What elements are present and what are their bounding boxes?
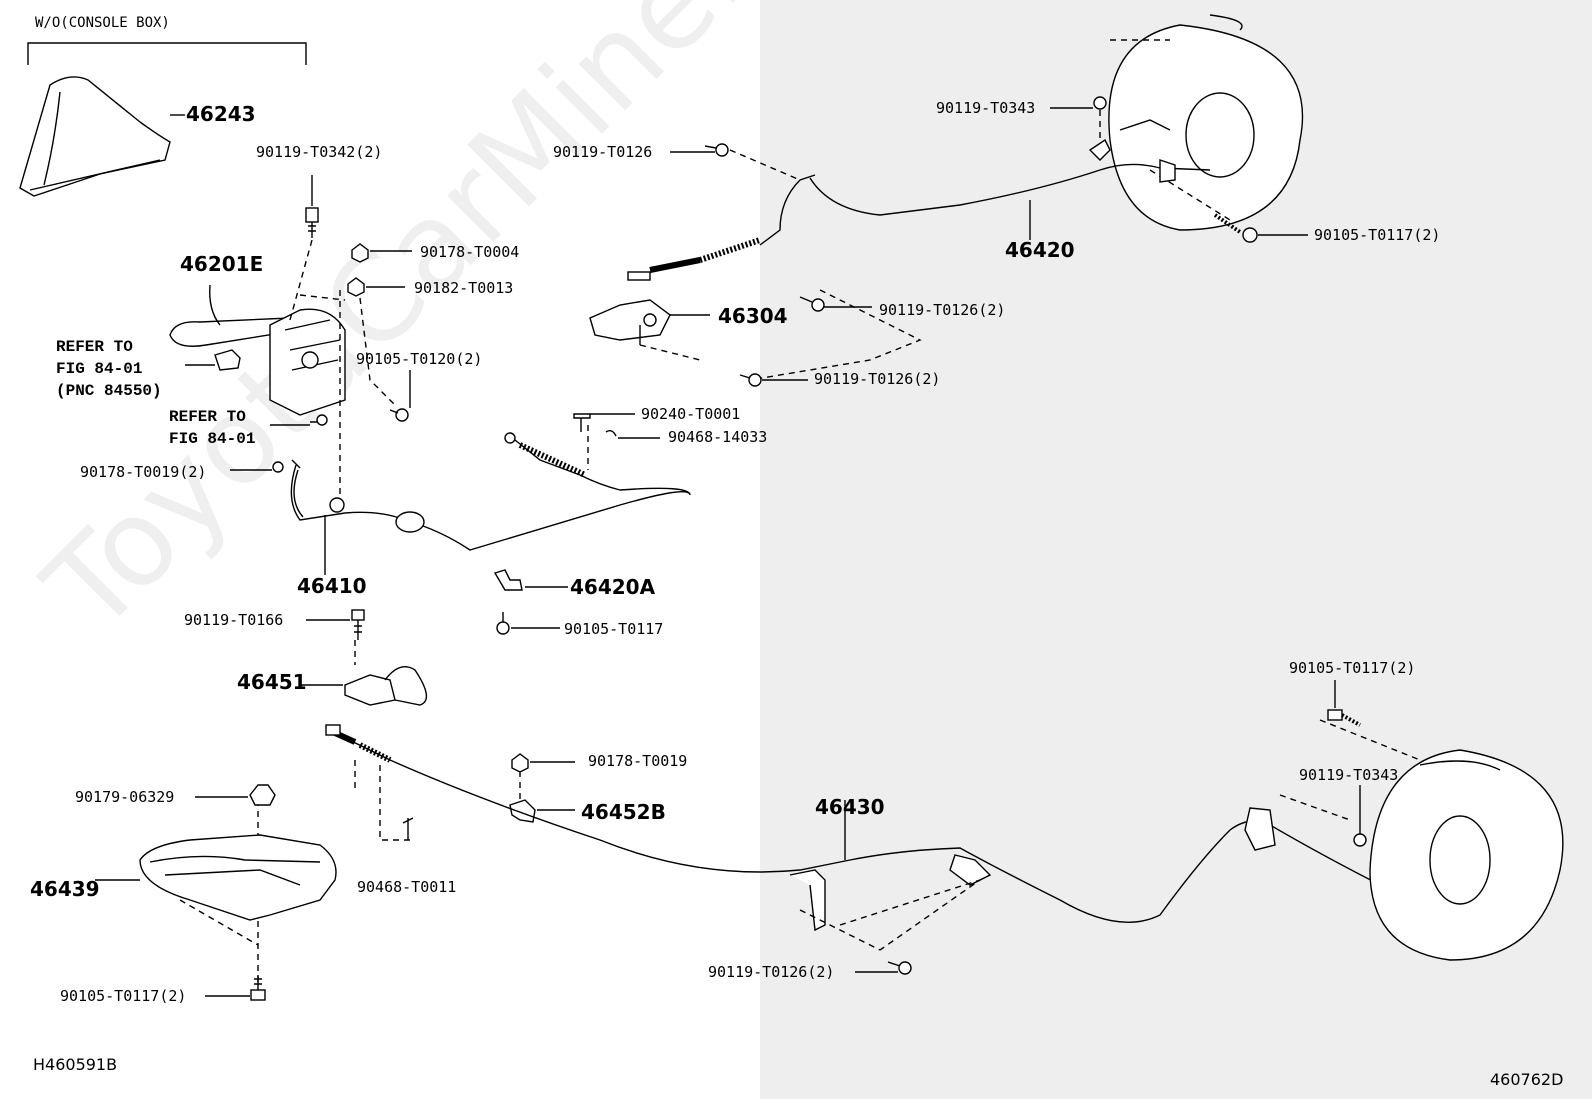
- nut-90178-T0004: [351, 243, 412, 263]
- label-90119-T0126-2-bottom[interactable]: 90119-T0126(2): [708, 963, 835, 981]
- clamp-46420A: [493, 569, 568, 591]
- label-46452B[interactable]: 46452B: [581, 800, 666, 824]
- group-bracket: [27, 42, 307, 65]
- upper-cable-46420: [627, 138, 1211, 281]
- nut-90182-T0013: [347, 277, 405, 297]
- bracket-46451: [300, 666, 428, 706]
- clip-nut-90179-06329: [195, 784, 276, 806]
- backing-plate-upper: [1108, 14, 1304, 231]
- label-46304[interactable]: 46304: [718, 304, 788, 328]
- clip-90468-14033: [605, 429, 660, 439]
- label-90119-T0126[interactable]: 90119-T0126: [553, 143, 653, 161]
- bolt-fig-84-01: [270, 414, 328, 426]
- bolt-90119-T0126-mid: [799, 296, 872, 312]
- label-46420A[interactable]: 46420A: [570, 575, 656, 599]
- label-90105-T0120[interactable]: 90105-T0120(2): [356, 350, 483, 368]
- label-90178-T0019-2[interactable]: 90178-T0019(2): [80, 463, 207, 481]
- label-46410[interactable]: 46410: [297, 574, 367, 598]
- nut-90178-T0019: [511, 753, 575, 773]
- refer1-line2[interactable]: FIG 84-01: [56, 360, 143, 378]
- bolt-90119-T0342: [305, 175, 319, 238]
- label-90178-T0019[interactable]: 90178-T0019: [588, 752, 688, 770]
- label-90119-T0343-lower[interactable]: 90119-T0343: [1299, 766, 1399, 784]
- bracket-46304: [589, 299, 710, 345]
- label-46430[interactable]: 46430: [815, 795, 885, 819]
- backing-plate-lower: [1369, 749, 1564, 961]
- label-90119-T0166[interactable]: 90119-T0166: [184, 611, 284, 629]
- label-46201E[interactable]: 46201E: [180, 252, 264, 276]
- refer2-line1: REFER TO: [169, 408, 246, 426]
- clamp-46452B: [509, 799, 575, 823]
- label-90105-T0117[interactable]: 90105-T0117: [564, 620, 664, 638]
- nut-90119-T0343-lower: [1353, 785, 1367, 847]
- parking-brake-lever-46201E: [169, 284, 346, 416]
- refer2-line2[interactable]: FIG 84-01: [169, 430, 256, 448]
- bolt-90105-T0117-bottom: [205, 975, 266, 1001]
- label-46439[interactable]: 46439: [30, 877, 100, 901]
- label-46451[interactable]: 46451: [237, 670, 307, 694]
- label-90119-T0343-top[interactable]: 90119-T0343: [936, 99, 1036, 117]
- label-90178-T0004[interactable]: 90178-T0004: [420, 243, 520, 261]
- label-90105-T0117-2-right[interactable]: 90105-T0117(2): [1289, 659, 1416, 677]
- shift-boot-46243: [19, 76, 171, 197]
- pin-90240-T0001: [573, 413, 635, 432]
- bolt-90105-T0117: [496, 612, 560, 635]
- label-90105-T0117-2-bottom[interactable]: 90105-T0117(2): [60, 987, 187, 1005]
- clip-90468-T0011: [402, 817, 414, 840]
- left-illustration-code: H460591B: [33, 1055, 118, 1074]
- label-90179-06329[interactable]: 90179-06329: [75, 788, 175, 806]
- bolt-90119-T0126-top: [670, 143, 729, 157]
- bolt-90119-T0126-bottom: [855, 961, 912, 975]
- label-90468-14033[interactable]: 90468-14033: [668, 428, 768, 446]
- bolt-90105-T0117-upper: [1213, 213, 1308, 243]
- rear-cable-46430: [325, 724, 1486, 932]
- label-90468-T0011[interactable]: 90468-T0011: [357, 878, 457, 896]
- refer1-line1: REFER TO: [56, 338, 133, 356]
- label-90240-T0001[interactable]: 90240-T0001: [641, 405, 741, 423]
- switch-fig-84-01: [185, 349, 241, 371]
- right-illustration-code: 460762D: [1490, 1070, 1564, 1089]
- label-90182-T0013[interactable]: 90182-T0013: [414, 279, 514, 297]
- bolt-90105-T0117-lower-right: [1327, 680, 1361, 727]
- bolt-90105-T0120: [389, 370, 411, 422]
- front-cable-46410: [230, 432, 691, 575]
- label-90119-T0342[interactable]: 90119-T0342(2): [256, 143, 383, 161]
- label-90119-T0126-2-mid[interactable]: 90119-T0126(2): [879, 301, 1006, 319]
- label-46243[interactable]: 46243: [186, 102, 256, 126]
- nut-90119-T0343-top: [1050, 96, 1107, 110]
- label-46420[interactable]: 46420: [1005, 238, 1075, 262]
- bolt-90119-T0126-lower: [739, 373, 808, 387]
- group-label: W/O(CONSOLE BOX): [35, 15, 170, 31]
- cable-cover-46439: [95, 834, 337, 921]
- label-90105-T0117-2-top[interactable]: 90105-T0117(2): [1314, 226, 1441, 244]
- bolt-90119-T0166: [306, 609, 365, 640]
- refer1-line3: (PNC 84550): [56, 382, 162, 400]
- label-90119-T0126-2-lower[interactable]: 90119-T0126(2): [814, 370, 941, 388]
